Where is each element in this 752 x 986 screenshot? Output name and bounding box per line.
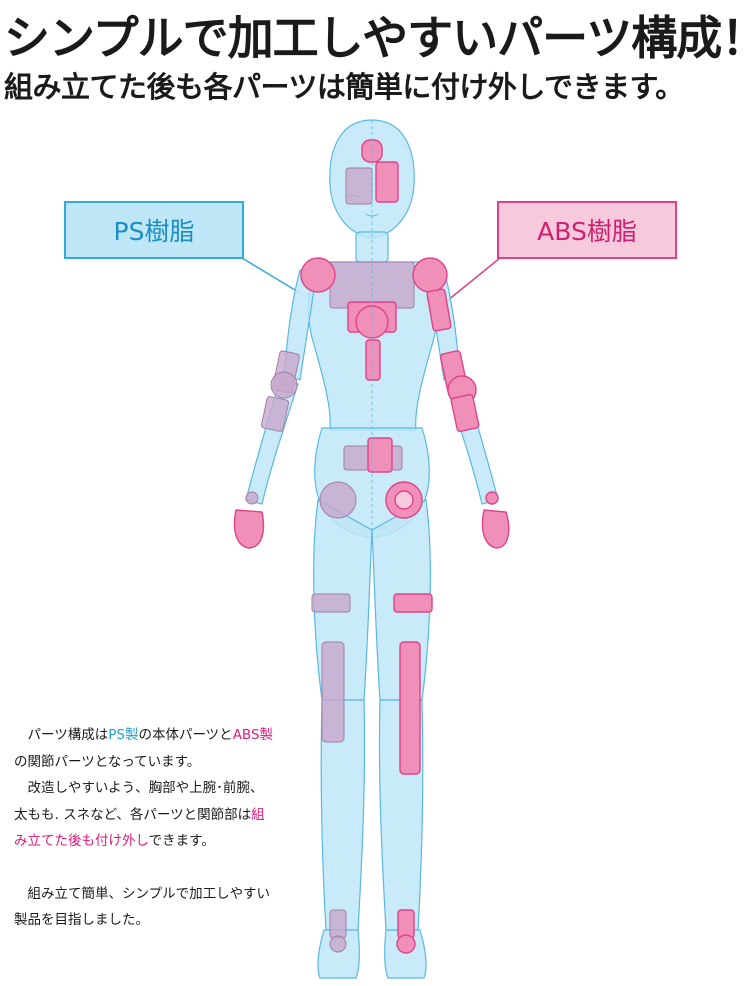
description-paragraph-1: パーツ構成はPS製の本体パーツとABS製の関節パーツとなっています。 [14,727,274,770]
headline: シンプルで加工しやすいパーツ構成！ [4,11,752,65]
abs-leader-line [441,257,501,306]
hand-right [481,509,510,549]
description-text: パーツ構成はPS製の本体パーツとABS製の関節パーツとなっています。 改造しやす… [14,722,276,934]
ps-leader-line [241,257,301,294]
ps-resin-label: PS樹脂 [64,201,244,259]
ps-highlight: PS製 [108,727,139,743]
foot-right [384,929,427,979]
description-paragraph-2: 改造しやすいよう、胸部や上腕･前腕、太もも. スネなど、各パーツと関節部は組み立… [14,780,265,850]
abs-joints [233,139,510,954]
detachable-highlight: 組み立てた後も付け外し [14,806,265,850]
abs-highlight: ABS製 [232,727,274,743]
hand-left [233,509,265,549]
description-paragraph-3: 組み立て簡単、シンプルで加工しやすい製品を目指しました。 [14,885,270,929]
foot-left [317,929,360,979]
abs-resin-label: ABS樹脂 [497,201,677,259]
subheadline: 組み立てた後も各パーツは簡単に付け外しできます。 [4,70,684,104]
